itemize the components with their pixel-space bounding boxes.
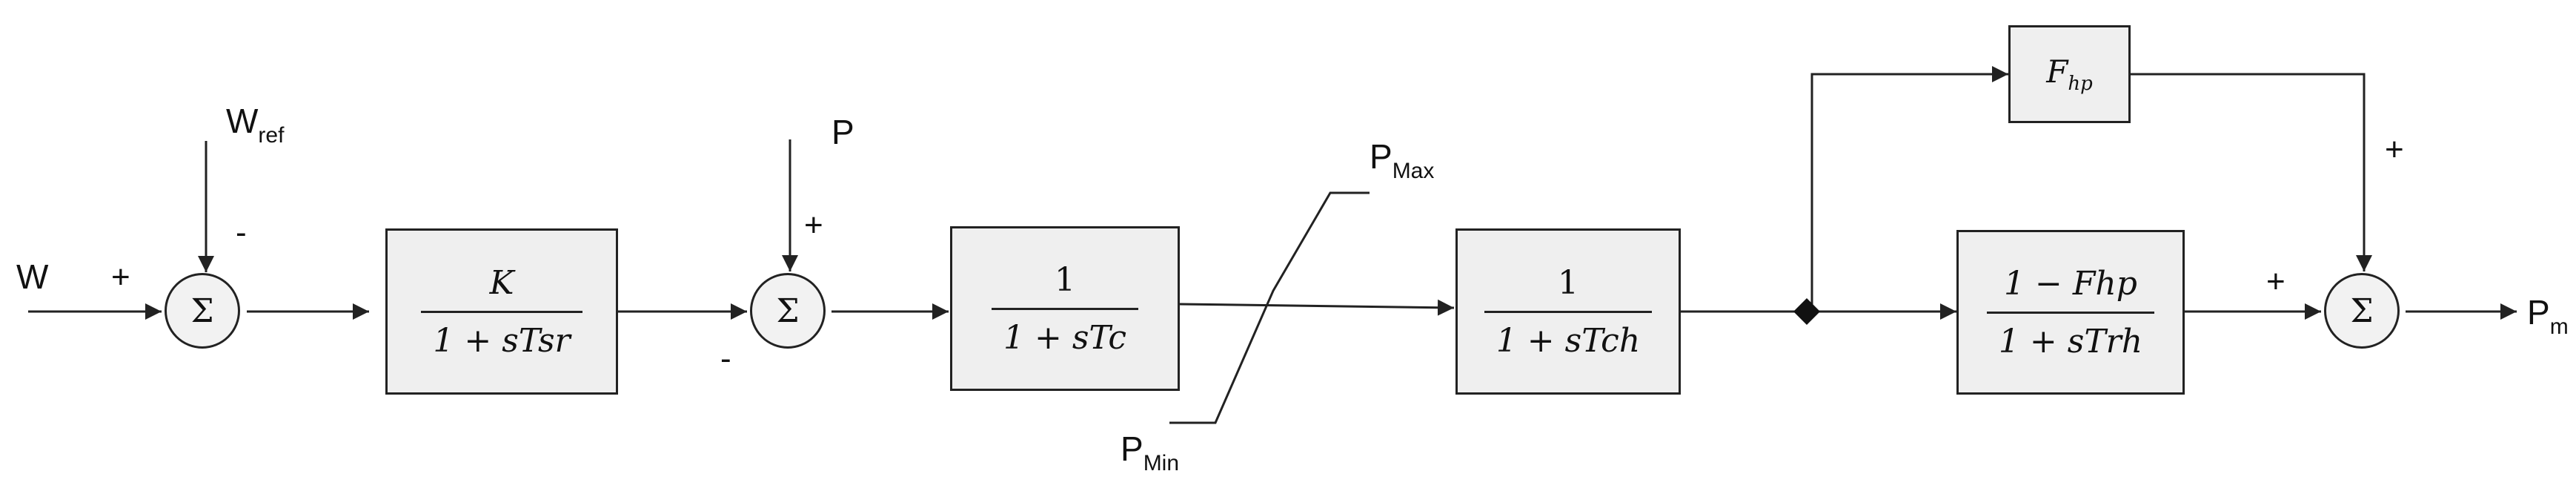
sign-s2-power: + xyxy=(804,207,823,243)
wire-tc-to-tch xyxy=(1179,299,1455,316)
block-servo: 1 1 + sTc xyxy=(950,226,1180,391)
label-p: P xyxy=(831,113,854,151)
fhp-sub: hp xyxy=(2068,73,2093,95)
wire-node-to-fhp xyxy=(1810,66,2008,312)
sign-s1-input: + xyxy=(111,259,130,295)
label-pmin: PMin xyxy=(1121,429,1180,475)
label-output-pm: Pm xyxy=(2527,293,2569,339)
limiter-line xyxy=(1169,191,1370,424)
summing-junction-1: Σ xyxy=(165,273,240,349)
block-speed-relay: K 1 + sTsr xyxy=(385,228,618,395)
speed-relay-numerator: K xyxy=(489,263,514,302)
steam-chest-denominator: 1 + sTch xyxy=(1496,321,1641,360)
sign-s2-feed: - xyxy=(720,340,731,377)
reheater-numerator: 1 − Fhp xyxy=(2004,264,2137,303)
label-pmax: PMax xyxy=(1370,137,1435,183)
sign-s1-ref: - xyxy=(236,214,247,251)
fhp-text: F xyxy=(2046,53,2068,90)
sign-s3-lower: + xyxy=(2266,263,2285,300)
label-input-w: W xyxy=(16,257,49,296)
summing-junction-3: Σ xyxy=(2324,273,2400,349)
reheater-denominator: 1 + sTrh xyxy=(1998,322,2143,360)
sign-s3-upper: + xyxy=(2385,131,2404,168)
label-wref: Wref xyxy=(226,102,285,148)
junction-node xyxy=(1793,298,1820,325)
wire-fhp-to-s3 xyxy=(2131,73,2372,271)
servo-denominator: 1 + sTc xyxy=(1003,318,1126,357)
block-steam-chest: 1 1 + sTch xyxy=(1455,228,1681,395)
block-fhp: Fhp xyxy=(2008,25,2131,123)
steam-chest-numerator: 1 xyxy=(1557,263,1579,302)
block-reheater: 1 − Fhp 1 + sTrh xyxy=(1956,230,2185,395)
summing-junction-2: Σ xyxy=(750,273,826,349)
speed-relay-denominator: 1 + sTsr xyxy=(433,321,571,360)
servo-numerator: 1 xyxy=(1055,260,1075,299)
